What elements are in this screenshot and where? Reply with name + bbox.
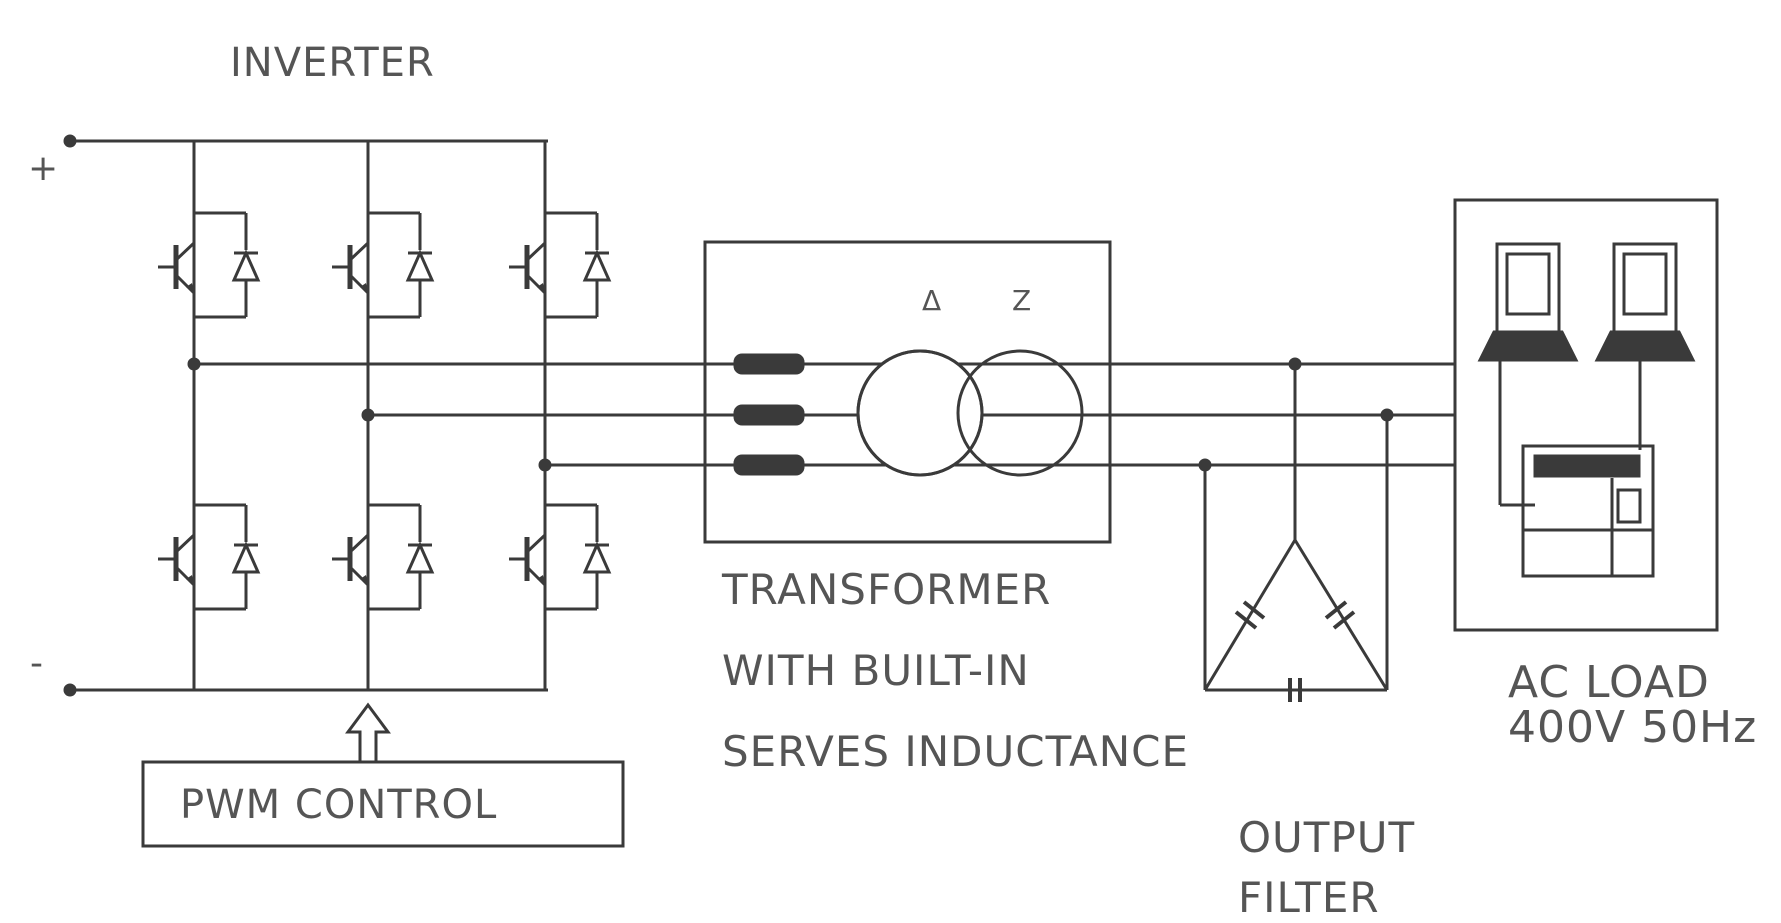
transformer-label-line1: TRANSFORMER — [721, 565, 1051, 614]
igbt-lower-c — [509, 497, 609, 617]
inductor-b — [733, 404, 805, 426]
pwm-control — [141, 702, 625, 848]
transformer-label-line2: WITH BUILT-IN — [722, 646, 1030, 695]
transformer — [703, 240, 1112, 544]
output-filter — [1198, 357, 1394, 702]
igbt-upper-b — [332, 205, 432, 325]
capacitor-left-plate2 — [1242, 600, 1266, 620]
inverter-title: INVERTER — [230, 40, 435, 86]
transformer-label-line3: SERVES INDUCTANCE — [722, 727, 1189, 776]
dc-minus-label: - — [30, 643, 44, 684]
filter-delta-left — [1203, 539, 1297, 691]
ac-load-box — [1453, 198, 1719, 632]
igbt-upper-c — [509, 205, 609, 325]
laptop-icon — [1594, 242, 1696, 362]
capacitor-right-plate2 — [1332, 610, 1356, 630]
capacitor-right-plate1 — [1324, 600, 1348, 620]
igbt-lower-a — [158, 497, 258, 617]
output-filter-label-line1: OUTPUT — [1238, 813, 1415, 862]
laptop-icon — [1477, 242, 1579, 362]
zigzag-symbol: Z — [1012, 284, 1032, 317]
secondary-winding — [956, 349, 1084, 477]
igbt-upper-a — [158, 205, 258, 325]
printer-icon — [1521, 444, 1655, 578]
pwm-control-label: PWM CONTROL — [180, 782, 497, 828]
dc-plus-label: + — [28, 148, 59, 189]
inductor-a — [733, 353, 805, 375]
ac-load-label-line1: AC LOAD — [1508, 657, 1710, 708]
output-filter-label-line2: FILTER — [1238, 873, 1380, 922]
transformer-box — [703, 240, 1112, 544]
ac-load — [1453, 198, 1719, 632]
pwm-arrow — [345, 702, 391, 762]
pwm-control-box — [141, 760, 625, 848]
delta-symbol: Δ — [922, 284, 942, 317]
filter-delta-right — [1293, 539, 1389, 691]
inductor-c — [733, 454, 805, 476]
ac-load-label-line2: 400V 50Hz — [1508, 702, 1757, 753]
capacitor-left-plate1 — [1234, 610, 1258, 630]
igbt-lower-b — [332, 497, 432, 617]
